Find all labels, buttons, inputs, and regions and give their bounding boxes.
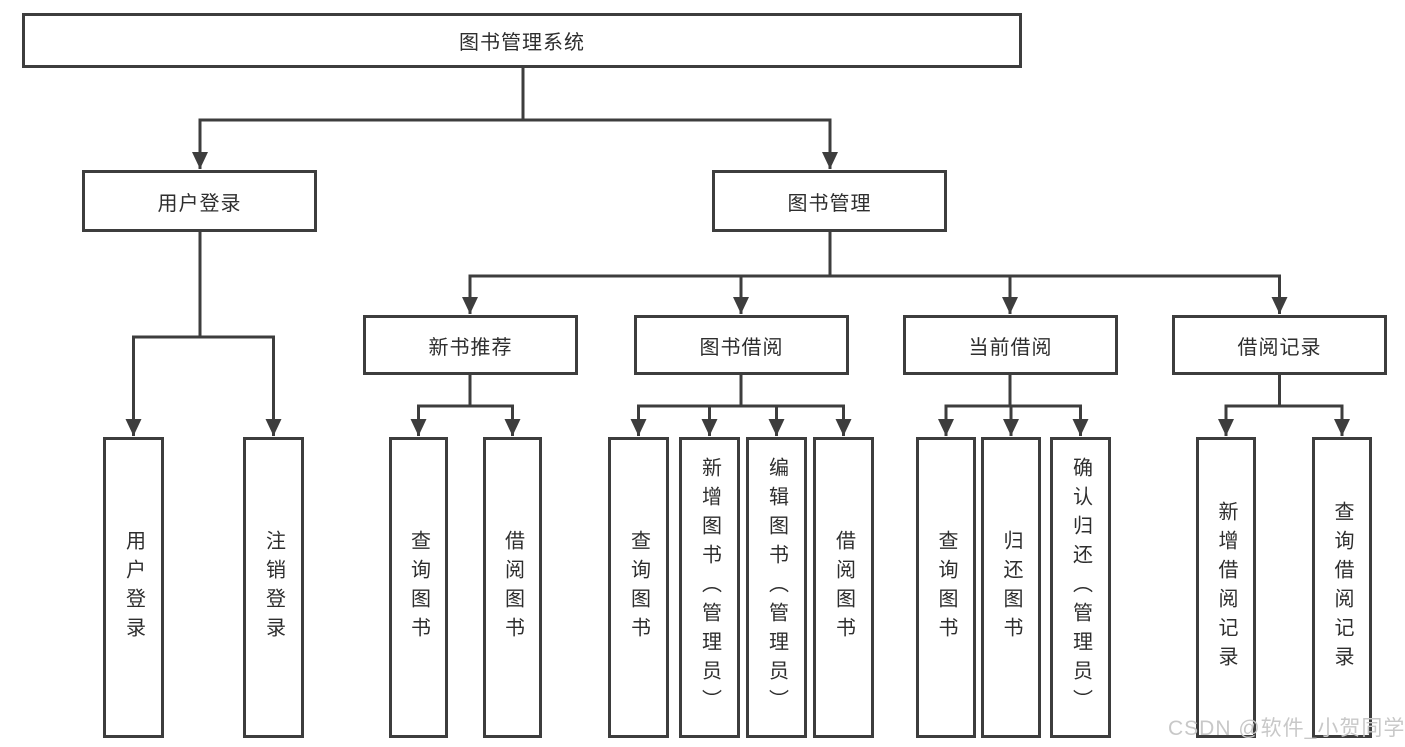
leaf-borrow-books-recommend: 借阅图书 [483, 437, 542, 738]
leaf-query-books-borrowing: 查询图书 [608, 437, 669, 738]
node-borrowing-records: 借阅记录 [1172, 315, 1387, 375]
csdn-watermark: CSDN @软件_小贺同学 [1168, 717, 1405, 740]
leaf-borrow-books: 借阅图书 [813, 437, 874, 738]
leaf-confirm-return-admin: 确认归还（管理员） [1050, 437, 1111, 738]
node-book-management: 图书管理 [712, 170, 947, 232]
leaf-query-borrow-record: 查询借阅记录 [1312, 437, 1372, 738]
node-current-borrowing: 当前借阅 [903, 315, 1118, 375]
leaf-return-books: 归还图书 [981, 437, 1041, 738]
node-new-book-recommend: 新书推荐 [363, 315, 578, 375]
leaf-logout: 注销登录 [243, 437, 304, 738]
leaf-user-login: 用户登录 [103, 437, 164, 738]
leaf-query-books-current: 查询图书 [916, 437, 976, 738]
leaf-edit-books-admin: 编辑图书（管理员） [746, 437, 807, 738]
node-book-borrowing: 图书借阅 [634, 315, 849, 375]
leaf-add-borrow-record: 新增借阅记录 [1196, 437, 1256, 738]
node-library-management-system: 图书管理系统 [22, 13, 1022, 68]
node-user-login: 用户登录 [82, 170, 317, 232]
leaf-add-books-admin: 新增图书（管理员） [679, 437, 740, 738]
leaf-query-books-recommend: 查询图书 [389, 437, 448, 738]
